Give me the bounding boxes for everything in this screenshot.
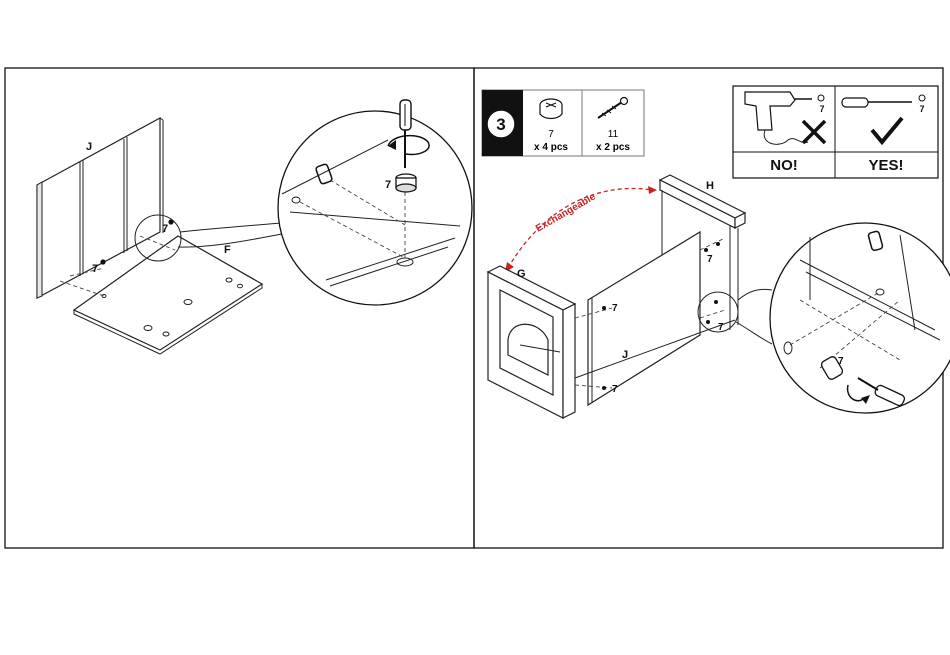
exchangeable-arrow: Exchangeable <box>505 186 657 272</box>
hardware-id-11: 11 <box>608 129 619 140</box>
yes-label: YES! <box>868 157 903 174</box>
callout-part-7: 7 <box>92 263 98 275</box>
right-detail-zoom <box>770 223 950 413</box>
panel-g-frame <box>488 266 575 418</box>
left-assembly-diagram: J F 7 7 7 <box>37 100 472 354</box>
exchangeable-label: Exchangeable <box>534 191 598 234</box>
no-label: NO! <box>770 157 798 174</box>
callout-part-7: 7 <box>162 223 168 235</box>
label-panel-j: J <box>86 141 92 153</box>
hardware-id-7: 7 <box>548 129 554 140</box>
tool-no-part-7: 7 <box>819 104 824 114</box>
callout-part-7: 7 <box>612 384 618 395</box>
cam-lock-icon <box>540 99 562 119</box>
step-hardware-box: 3 7 x 4 pcs 11 x 2 pcs <box>482 90 644 156</box>
left-detail-zoom <box>278 100 472 305</box>
hardware-qty-7: x 4 pcs <box>534 142 568 153</box>
label-panel-j: J <box>622 349 628 361</box>
step-number: 3 <box>496 115 505 134</box>
callout-part-7: 7 <box>718 322 724 333</box>
label-panel-h: H <box>706 180 714 192</box>
tool-guide-box: 7 7 NO! YES! <box>733 86 938 178</box>
callout-part-7-detail: 7 <box>385 179 391 191</box>
tool-yes-part-7: 7 <box>919 104 924 114</box>
hardware-qty-11: x 2 pcs <box>596 142 630 153</box>
callout-part-7-detail: 7 <box>838 356 844 367</box>
cam-lock-dot <box>100 259 105 264</box>
label-panel-f: F <box>224 244 231 256</box>
callout-part-7: 7 <box>707 254 713 265</box>
label-panel-g: G <box>517 268 526 280</box>
callout-part-7: 7 <box>612 303 618 314</box>
